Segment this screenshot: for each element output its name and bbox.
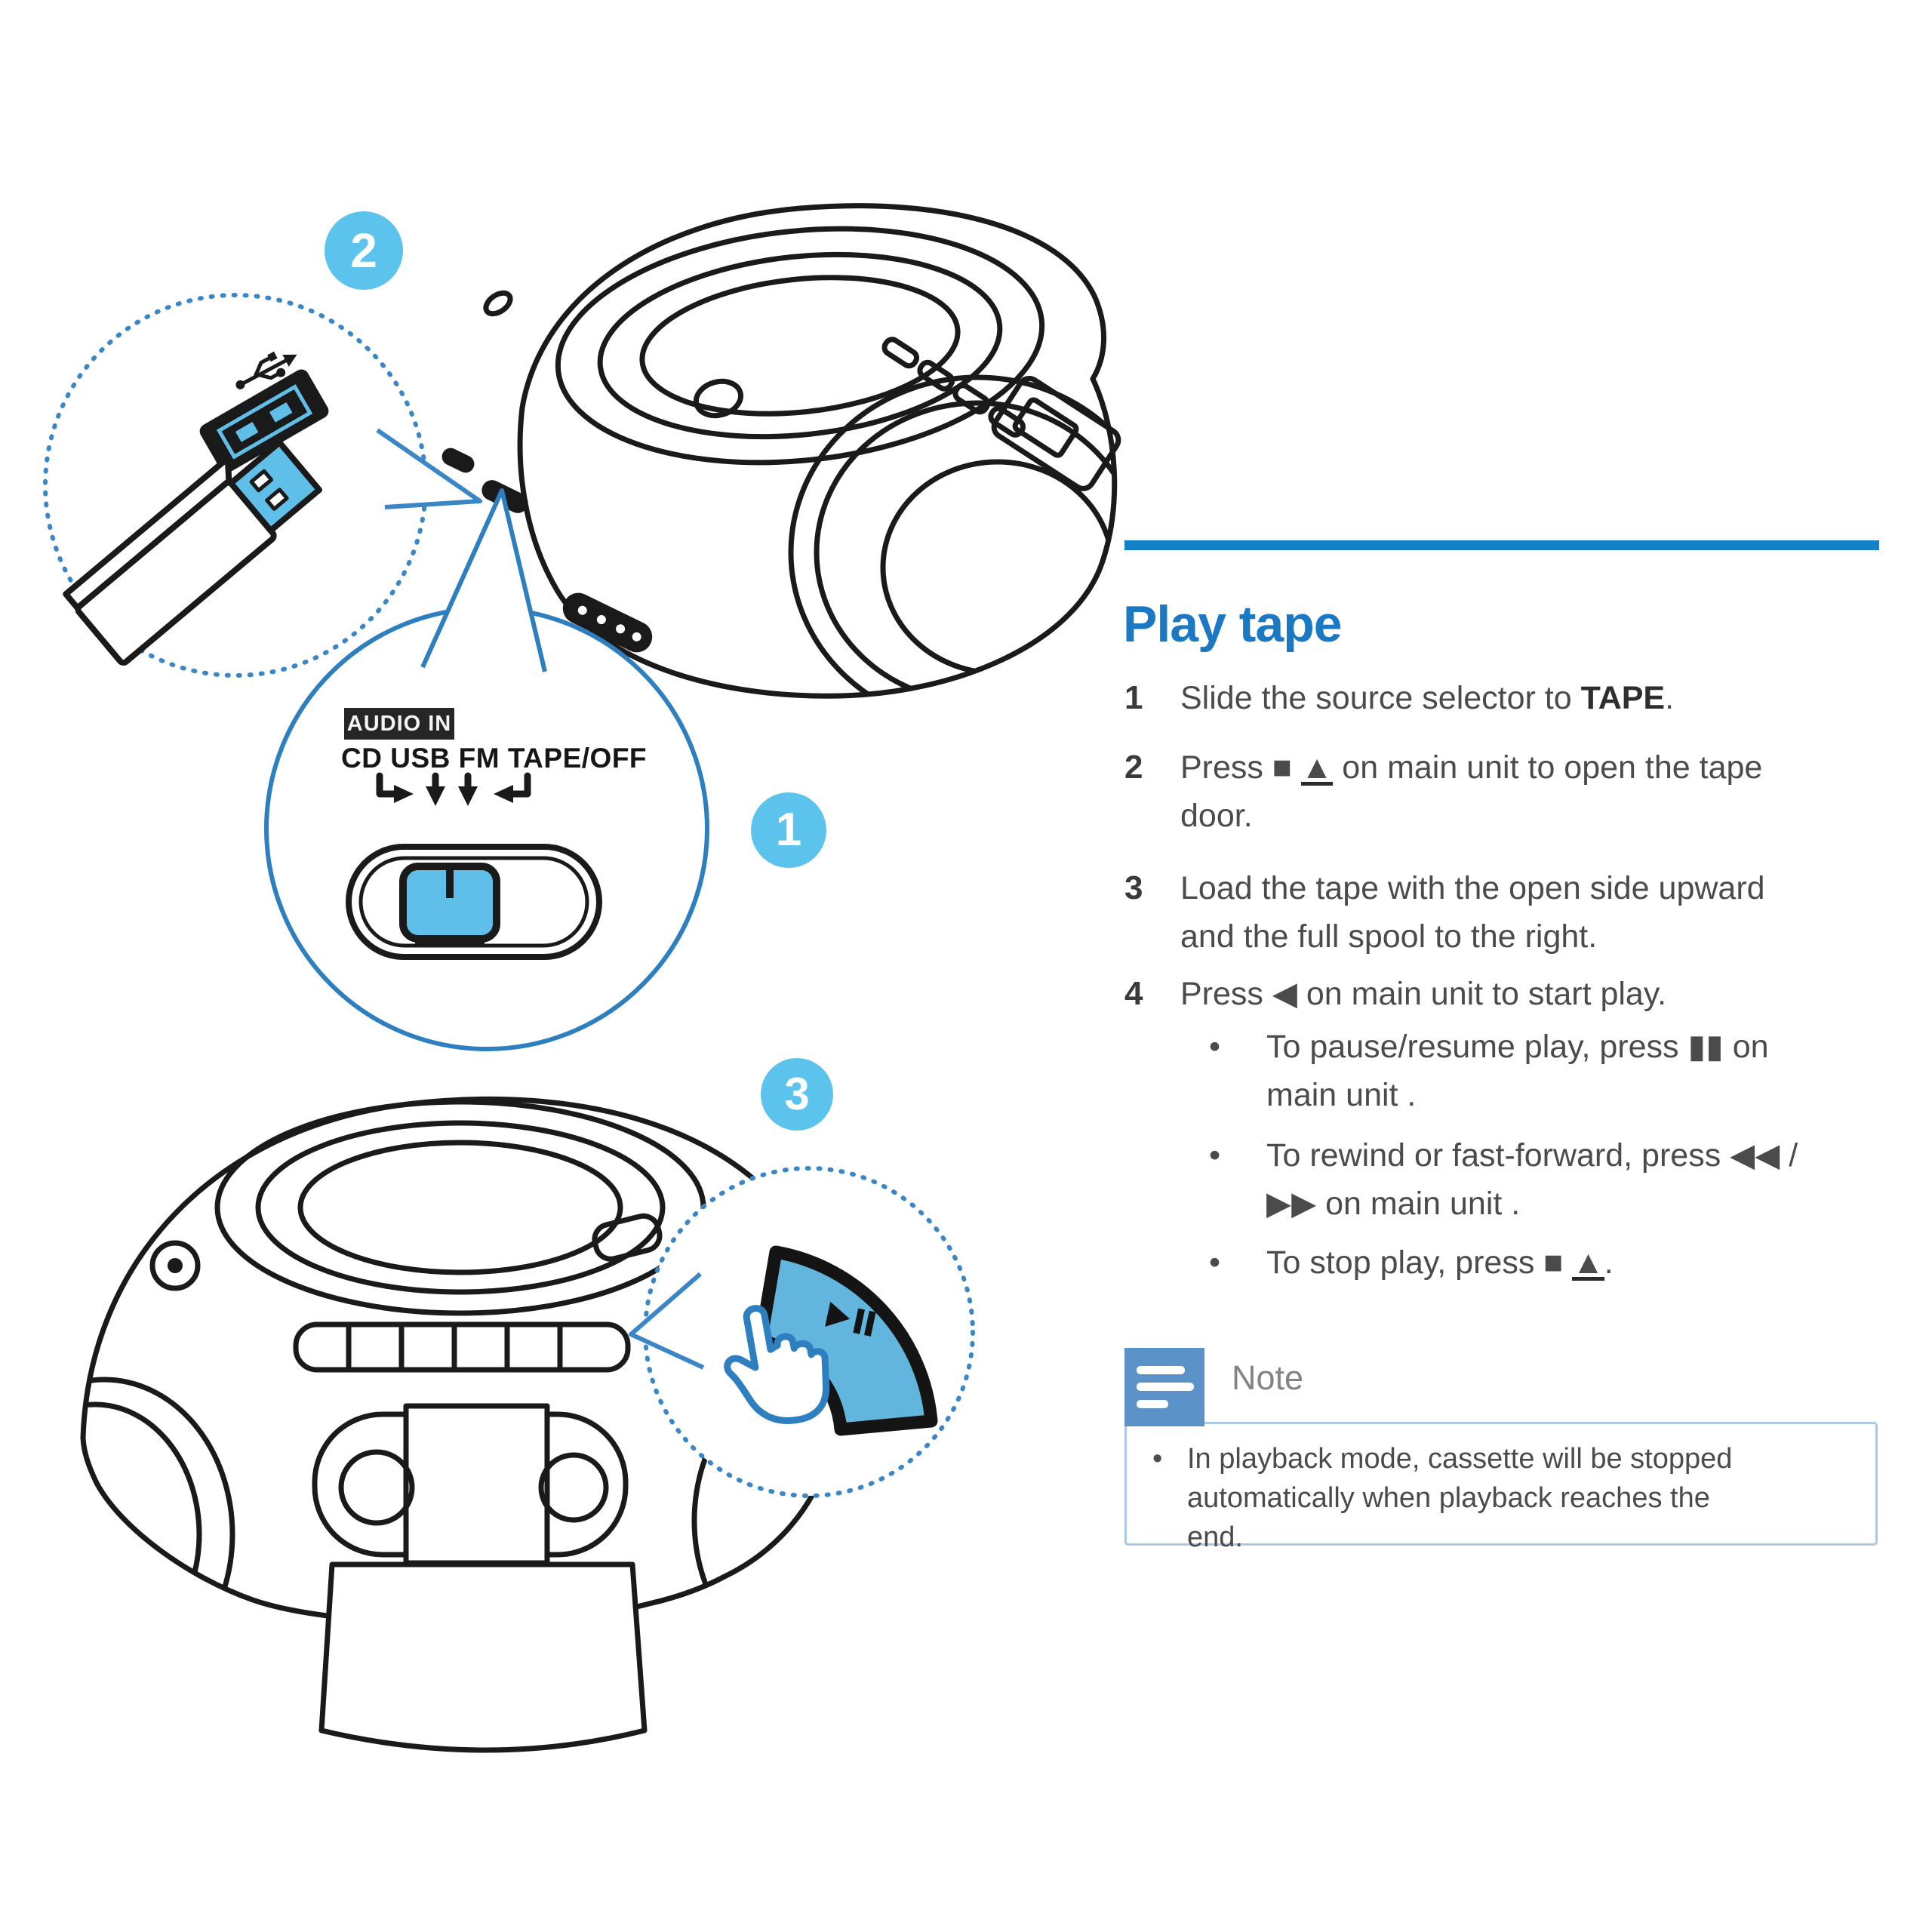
usb-callout [43, 293, 482, 678]
list-item: • To stop play, press ■ ▲. [1209, 1238, 1887, 1287]
step-number: 2 [1124, 749, 1143, 786]
step-badge-3: 3 [761, 1058, 833, 1131]
step-4: 4 Press ◀ on main unit to start play. [1124, 970, 1887, 1018]
sub-bullet-list: • To pause/resume play, press ▮▮ on main… [1209, 1023, 1887, 1287]
step-1: 1 Slide the source selector to TAPE. [1124, 674, 1887, 722]
usb-connector [227, 439, 322, 534]
step-badge-1: 1 [751, 792, 826, 868]
list-item: • To rewind or fast-forward, press ◀◀ / … [1209, 1131, 1887, 1228]
handle-nub [483, 290, 513, 317]
bullet-glyph: • [1209, 1244, 1221, 1281]
callout-circle-selector [264, 606, 709, 1051]
top-knob [693, 378, 744, 419]
list-item: • To pause/resume play, press ▮▮ on main… [1209, 1023, 1887, 1119]
audio-in-label: AUDIO IN [344, 708, 454, 740]
usb-port [199, 369, 329, 473]
left-speaker [83, 1377, 235, 1623]
step-number: 4 [1124, 975, 1143, 1012]
cd-lid [555, 226, 1045, 466]
source-positions-label: CD USB FM TAPE/OFF [341, 743, 648, 774]
play-callout [629, 1166, 975, 1498]
audio-in-port [441, 448, 475, 473]
note-label: Note [1232, 1358, 1304, 1397]
step-3: 3 Load the tape with the open side upwar… [1124, 864, 1887, 961]
bullet-glyph: • [1209, 1029, 1221, 1065]
selector-knob [399, 863, 500, 948]
eject-icon: ▲ [1300, 749, 1334, 786]
callout-tail-usb [376, 428, 482, 509]
buttons-row [293, 1321, 631, 1373]
step-number: 3 [1124, 869, 1143, 906]
front-knob [149, 1240, 201, 1291]
callout-tail-play [629, 1272, 705, 1370]
page-title: Play tape [1123, 595, 1343, 653]
step-text: Press ■ ▲ on main unit to open the tape … [1180, 749, 1763, 834]
instruction-steps: 1 Slide the source selector to TAPE. 2 P… [1124, 674, 1887, 1287]
step-badge-2: 2 [325, 211, 403, 290]
selector-arrows-icon [376, 772, 531, 806]
eject-icon: ▲ [1572, 1244, 1604, 1281]
source-selector-switch [346, 844, 602, 960]
bullet-glyph: • [1209, 1137, 1221, 1174]
side-grille [562, 592, 653, 653]
callout-tail-selector [420, 488, 547, 672]
device-body [517, 203, 1118, 699]
section-rule [1124, 540, 1879, 550]
tape-door [318, 1561, 648, 1753]
step-number: 1 [1124, 679, 1143, 716]
note-icon [1124, 1348, 1204, 1426]
usb-flash-drive [63, 439, 322, 666]
cd-lid [214, 1099, 706, 1316]
step-text: Load the tape with the open side upward … [1180, 870, 1765, 955]
step-2: 2 Press ■ ▲ on main unit to open the tap… [1124, 743, 1887, 840]
usb-symbol-icon [235, 351, 297, 389]
note-item: • In playback mode, cassette will be sto… [1127, 1424, 1875, 1557]
cassette-deck [312, 1403, 629, 1566]
note-box: • In playback mode, cassette will be sto… [1124, 1422, 1878, 1553]
step-text: Slide the source selector to TAPE. [1180, 680, 1675, 716]
step-text: Press ◀ on main unit to start play. [1180, 976, 1667, 1012]
bullet-glyph: • [1152, 1443, 1163, 1475]
play-pause-button-icon [825, 1301, 876, 1337]
lid-latch [592, 1213, 663, 1262]
hand-cursor-icon [724, 1305, 829, 1424]
